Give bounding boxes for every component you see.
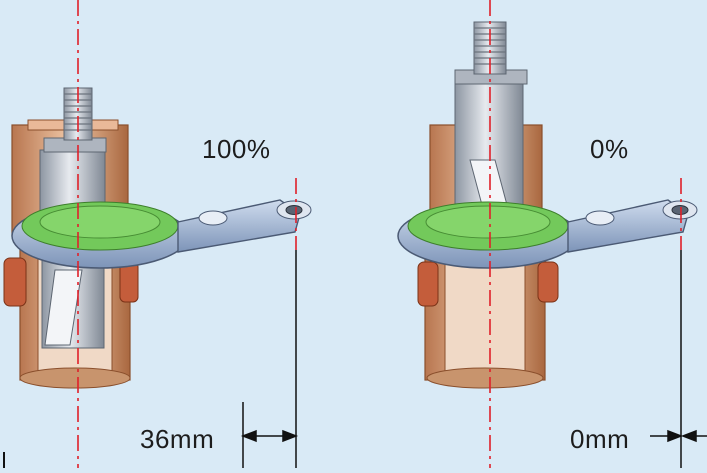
left-percent-label: 100%	[200, 134, 273, 165]
right-dim-arrow-left	[667, 429, 684, 443]
right-lever-ring	[397, 199, 698, 269]
left-dim-arrow-left	[240, 429, 257, 443]
right-offset-label: 0mm	[568, 424, 632, 455]
right-dimension	[650, 250, 707, 468]
left-lever-ring	[11, 199, 312, 269]
left-dim-arrow-right	[282, 429, 299, 443]
left-assembly	[3, 87, 312, 389]
right-dim-arrow-right	[680, 429, 697, 443]
right-percent-label: 0%	[588, 134, 631, 165]
right-assembly	[397, 21, 698, 389]
centerlines	[77, 0, 682, 468]
left-offset-label: 36mm	[138, 424, 217, 455]
left-dimension	[240, 250, 299, 468]
